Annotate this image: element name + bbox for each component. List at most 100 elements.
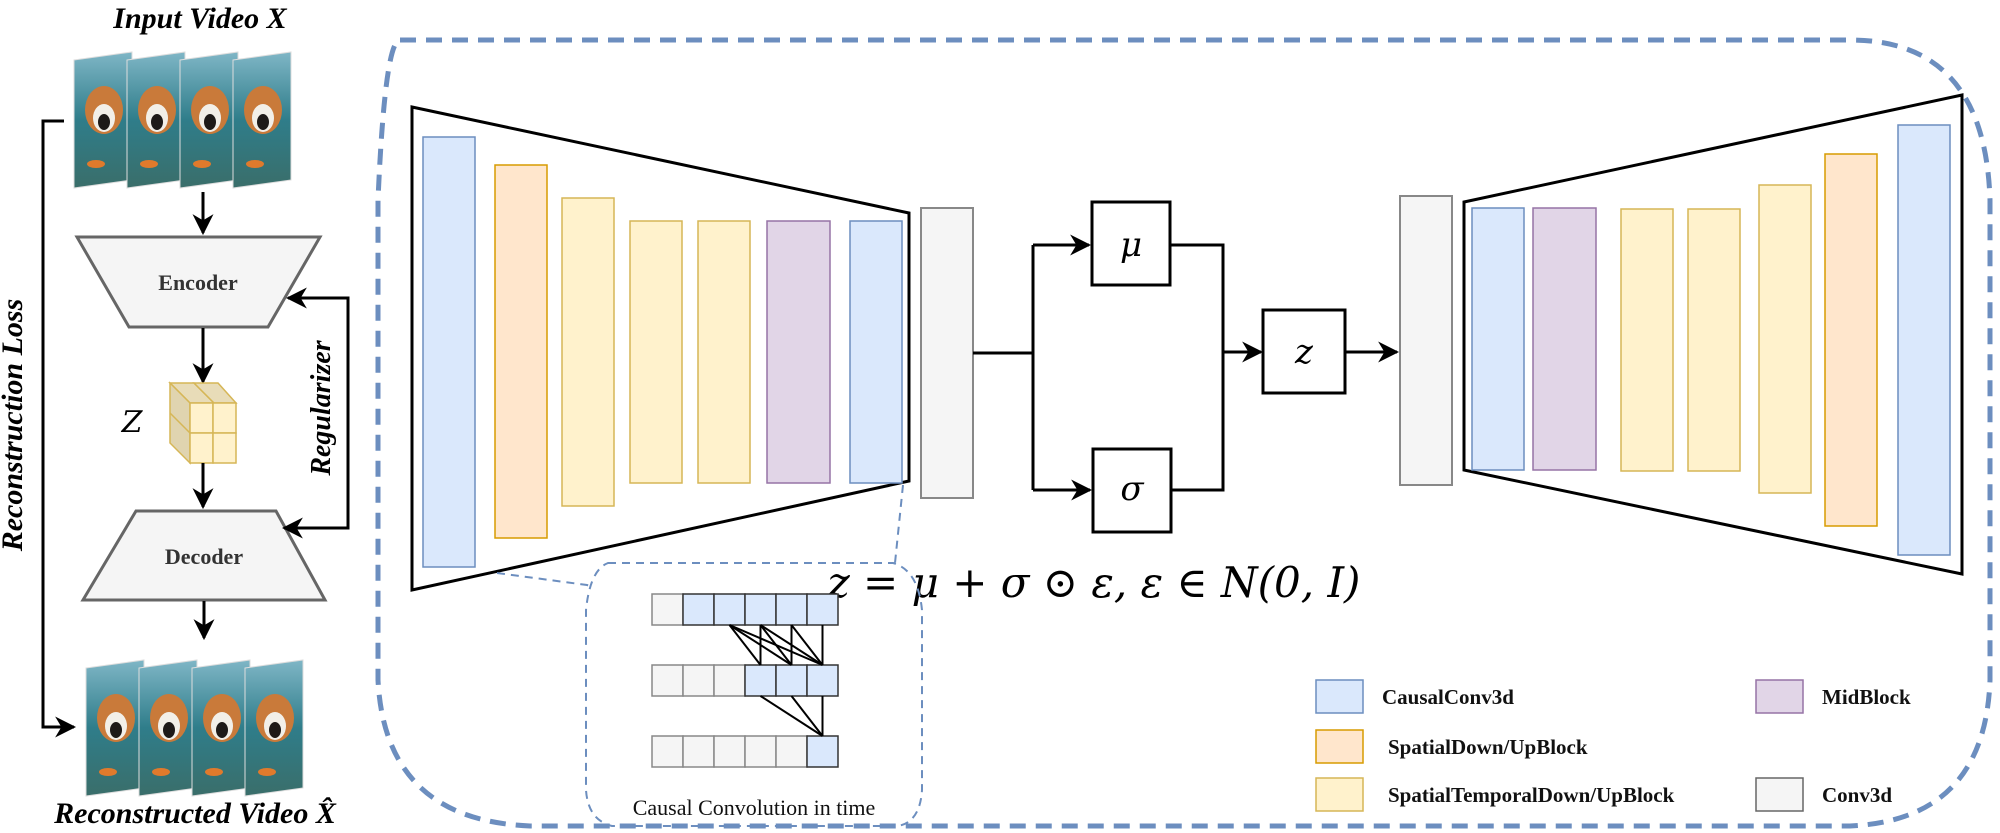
vae-encoder-funnel bbox=[410, 105, 911, 592]
legend-item: Conv3d bbox=[1755, 777, 1892, 812]
legend-swatch bbox=[1315, 777, 1364, 812]
regularizer-label: Regularizer bbox=[306, 339, 337, 476]
block-causalconv3d bbox=[849, 220, 903, 484]
encoder-conv3d-block bbox=[920, 207, 974, 499]
block-spatialdown-upblock bbox=[494, 164, 548, 539]
active-timestep-cell bbox=[682, 593, 715, 626]
legend-item: SpatialDown/UpBlock bbox=[1315, 729, 1588, 764]
block-spatialtemporaldown-upblock bbox=[561, 197, 615, 507]
legend-label: MidBlock bbox=[1822, 685, 1911, 709]
padding-cell bbox=[744, 735, 777, 768]
padding-cell bbox=[713, 664, 746, 697]
block-spatialdown-upblock bbox=[1824, 153, 1878, 527]
block-causalconv3d bbox=[422, 136, 476, 568]
mu-box: μ bbox=[1090, 200, 1172, 287]
mu-label: μ bbox=[1120, 225, 1142, 265]
padding-cell bbox=[713, 735, 746, 768]
causal-connection bbox=[759, 695, 824, 737]
sigma-label: σ bbox=[1120, 469, 1144, 509]
causal-connection bbox=[790, 695, 824, 737]
block-spatialtemporaldown-upblock bbox=[629, 220, 683, 484]
legend-item: SpatialTemporalDown/UpBlock bbox=[1315, 777, 1675, 812]
input-video-frames bbox=[73, 51, 292, 189]
active-timestep-cell bbox=[744, 664, 777, 697]
video-frame bbox=[179, 51, 239, 189]
legend-label: Conv3d bbox=[1822, 783, 1892, 807]
reconstructed-video-frames bbox=[85, 659, 304, 797]
block-causalconv3d bbox=[1471, 207, 1525, 471]
legend-swatch bbox=[1755, 777, 1804, 812]
padding-cell bbox=[682, 664, 715, 697]
input-video-title: Input Video X bbox=[112, 2, 287, 35]
video-frame bbox=[232, 51, 292, 189]
video-frame bbox=[138, 659, 198, 797]
legend-item: CausalConv3d bbox=[1315, 679, 1514, 714]
causal-connection bbox=[728, 624, 762, 666]
video-frame bbox=[85, 659, 145, 797]
legend-swatch bbox=[1755, 679, 1804, 714]
padding-cell bbox=[651, 664, 684, 697]
block-midblock bbox=[766, 220, 831, 484]
legend-label: CausalConv3d bbox=[1382, 685, 1514, 709]
decoder-label: Decoder bbox=[165, 544, 243, 569]
causal-conv-caption: Causal Convolution in time bbox=[633, 795, 876, 820]
active-timestep-cell bbox=[806, 593, 839, 626]
causal-conv-callout-box bbox=[585, 562, 923, 827]
video-frame bbox=[244, 659, 304, 797]
padding-cell bbox=[775, 735, 808, 768]
active-timestep-cell bbox=[775, 593, 808, 626]
fish-icon bbox=[258, 768, 276, 776]
fish-icon bbox=[193, 160, 211, 168]
reconstruction-loss-line bbox=[41, 119, 70, 729]
block-spatialtemporaldown-upblock bbox=[1620, 208, 1674, 472]
sigma-box: σ bbox=[1091, 447, 1173, 534]
merge-line bbox=[1170, 243, 1225, 492]
block-midblock bbox=[1532, 207, 1597, 471]
reparameterization-equation: z = μ + σ ⊙ ε, ε ∈ N(0, I) bbox=[827, 558, 1361, 607]
padding-cell bbox=[682, 735, 715, 768]
z-label: z bbox=[1294, 332, 1314, 372]
block-spatialtemporaldown-upblock bbox=[1687, 208, 1741, 472]
video-frame bbox=[126, 51, 186, 189]
fish-icon bbox=[87, 160, 105, 168]
block-spatialtemporaldown-upblock bbox=[1758, 184, 1812, 494]
vae-encoder-blocks bbox=[422, 136, 903, 568]
causal-connection bbox=[759, 624, 824, 666]
block-causalconv3d bbox=[1897, 124, 1951, 556]
active-timestep-cell bbox=[806, 664, 839, 697]
causal-connection bbox=[728, 624, 793, 666]
vae-detail-container bbox=[375, 37, 1993, 829]
decoder-box: Decoder bbox=[80, 509, 328, 602]
legend-swatch bbox=[1315, 729, 1364, 764]
fish-icon bbox=[152, 768, 170, 776]
latent-label: Z bbox=[121, 405, 144, 440]
causal-connection bbox=[790, 624, 824, 666]
encoder-box: Encoder bbox=[74, 235, 323, 329]
fish-icon bbox=[140, 160, 158, 168]
causal-convolution-grid bbox=[651, 593, 839, 768]
padding-cell bbox=[651, 593, 684, 626]
z-box: z bbox=[1261, 308, 1347, 395]
legend-swatch bbox=[1315, 679, 1364, 714]
block-spatialtemporaldown-upblock bbox=[697, 220, 751, 484]
causal-connection bbox=[729, 624, 823, 666]
reconstruction-loss-label: Reconstruction Loss bbox=[0, 299, 29, 553]
reconstructed-video-title: Reconstructed Video X̂ bbox=[53, 797, 337, 830]
video-frame bbox=[73, 51, 133, 189]
fish-icon bbox=[205, 768, 223, 776]
callout-line-right bbox=[894, 484, 904, 564]
legend: CausalConv3d MidBlockSpatialDown/UpBlockS… bbox=[1315, 679, 1911, 812]
callout-line-left bbox=[496, 572, 591, 587]
legend-label: SpatialDown/UpBlock bbox=[1388, 735, 1588, 759]
latent-cube-icon bbox=[168, 381, 238, 465]
fish-icon bbox=[99, 768, 117, 776]
legend-label: SpatialTemporalDown/UpBlock bbox=[1388, 783, 1675, 807]
active-timestep-cell bbox=[713, 593, 746, 626]
video-frame bbox=[191, 659, 251, 797]
active-timestep-cell bbox=[775, 664, 808, 697]
fish-icon bbox=[246, 160, 264, 168]
legend-item: MidBlock bbox=[1755, 679, 1911, 714]
encoder-label: Encoder bbox=[158, 270, 238, 295]
padding-cell bbox=[651, 735, 684, 768]
